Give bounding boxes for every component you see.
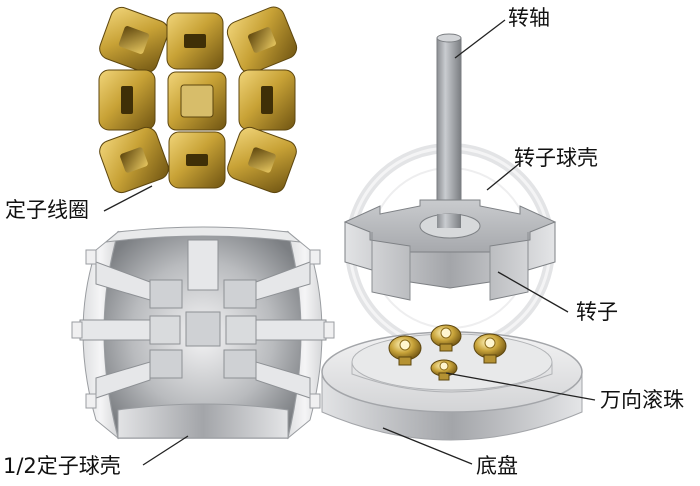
label-shaft: 转轴 [508,6,550,30]
stator-coil [166,12,224,70]
label-rotor-shell: 转子球壳 [514,146,598,170]
label-base: 底盘 [476,454,518,478]
stator-coil [99,6,169,74]
half-stator-shell [71,226,335,440]
stator-coil [227,126,297,194]
label-half-stator-shell: 1/2定子球壳 [3,454,121,478]
universal-ball [430,359,458,381]
leader-lines [103,19,596,466]
label-stator-coil: 定子线圈 [5,198,89,222]
rotor [343,199,557,301]
stator-coil-group [98,6,298,194]
universal-ball-group [388,324,507,381]
label-universal-ball: 万向滚珠 [600,388,684,412]
leader-line-rotor-shell [486,162,521,191]
universal-ball [430,324,462,352]
stator-coil [167,71,227,131]
leader-line-rotor [497,271,569,313]
universal-ball [473,333,507,364]
leader-line-half-shell [142,435,189,466]
stator-coil [99,126,169,194]
label-rotor: 转子 [576,300,618,324]
stator-coil [98,69,156,131]
stator-coil [168,131,226,189]
stator-coil [238,69,296,131]
leader-line-stator-coil [103,185,153,212]
leader-line-base [382,427,473,465]
leader-line-shaft [454,19,506,59]
leader-line-universal-ball [445,372,596,401]
universal-ball [388,335,422,366]
stator-coil [226,6,298,74]
